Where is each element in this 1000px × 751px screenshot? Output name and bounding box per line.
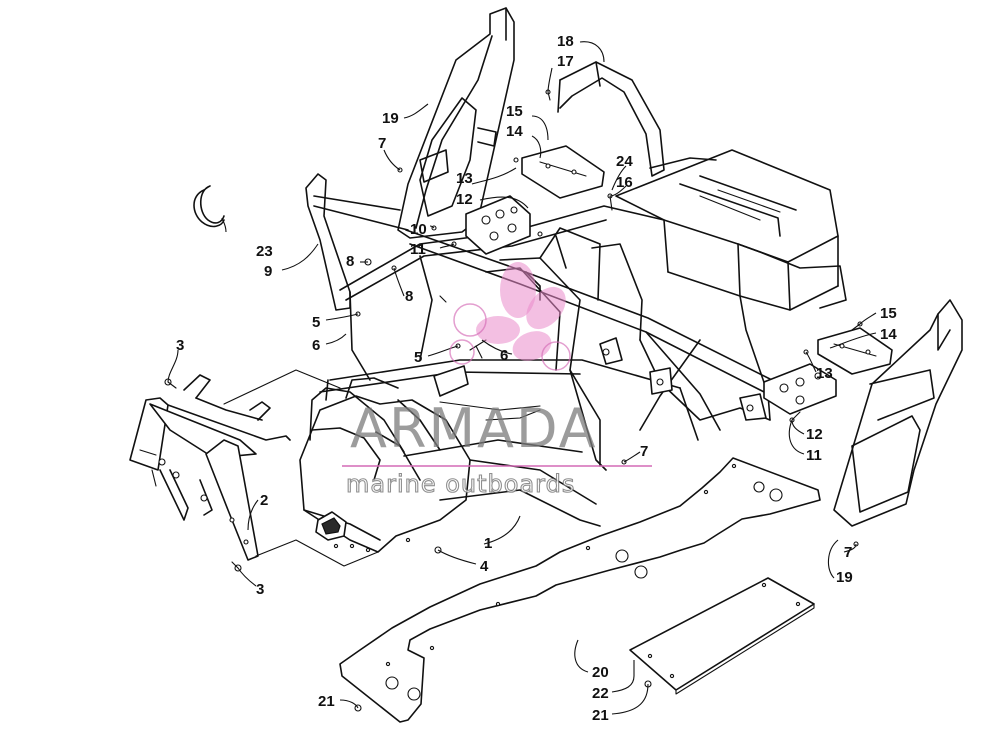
watermark-logo: [449, 262, 571, 371]
callout-4: 4: [480, 558, 489, 575]
main-frame: [299, 61, 847, 553]
callout-8-secondary: 8: [405, 288, 413, 305]
watermark: ARMADA marine outboards: [342, 262, 652, 499]
callout-17: 17: [557, 53, 574, 70]
callout-labels: 18 17 15 14 24 16 19 7 13 12 10 11 23 9 …: [176, 33, 897, 724]
callout-10: 10: [410, 221, 427, 238]
callout-11: 11: [410, 241, 426, 258]
callout-6-secondary: 6: [500, 347, 508, 364]
seat-rail-right: [817, 327, 893, 375]
callout-21: 21: [592, 707, 609, 724]
callout-24: 24: [616, 153, 633, 170]
callout-3: 3: [176, 337, 184, 354]
callout-9: 9: [264, 263, 272, 280]
callout-15-right: 15: [880, 305, 897, 322]
callout-3-lower: 3: [256, 581, 264, 598]
callout-19: 19: [382, 110, 399, 127]
access-plate: [629, 577, 815, 695]
callout-19-right: 19: [836, 569, 853, 586]
callout-7-right: 7: [844, 544, 852, 561]
callout-5: 5: [312, 314, 320, 331]
hardware: [164, 89, 863, 712]
watermark-title: ARMADA: [350, 397, 598, 460]
callout-7: 7: [378, 135, 386, 152]
callout-8: 8: [346, 253, 354, 270]
callout-11-right: 11: [806, 447, 822, 464]
callout-18: 18: [557, 33, 574, 50]
watermark-subtitle: marine outboards: [346, 470, 575, 498]
callout-7-center: 7: [640, 443, 648, 460]
right-side-panel: [833, 299, 963, 527]
callout-1: 1: [484, 535, 492, 552]
seat-bracket-right: [763, 363, 837, 415]
callout-2: 2: [260, 492, 268, 509]
seat-bracket-left: [465, 195, 531, 255]
callout-23: 23: [256, 243, 273, 260]
callout-12-right: 12: [806, 426, 823, 443]
skid-plate: [339, 457, 821, 723]
callout-21-left: 21: [318, 693, 335, 710]
callout-5-secondary: 5: [414, 349, 422, 366]
callout-14-right: 14: [880, 326, 897, 343]
callout-16: 16: [616, 174, 633, 191]
front-bumper: [129, 374, 291, 561]
callout-13: 13: [456, 170, 473, 187]
callout-13-right: 13: [816, 365, 833, 382]
seat-rail-left: [521, 145, 605, 199]
clamp: [193, 185, 225, 228]
callout-20: 20: [592, 664, 609, 681]
callout-12: 12: [456, 191, 473, 208]
callout-15: 15: [506, 103, 523, 120]
leader-lines: [167, 41, 877, 715]
callout-22: 22: [592, 685, 609, 702]
callout-6: 6: [312, 337, 320, 354]
callout-14: 14: [506, 123, 523, 140]
front-upright: [305, 173, 409, 311]
